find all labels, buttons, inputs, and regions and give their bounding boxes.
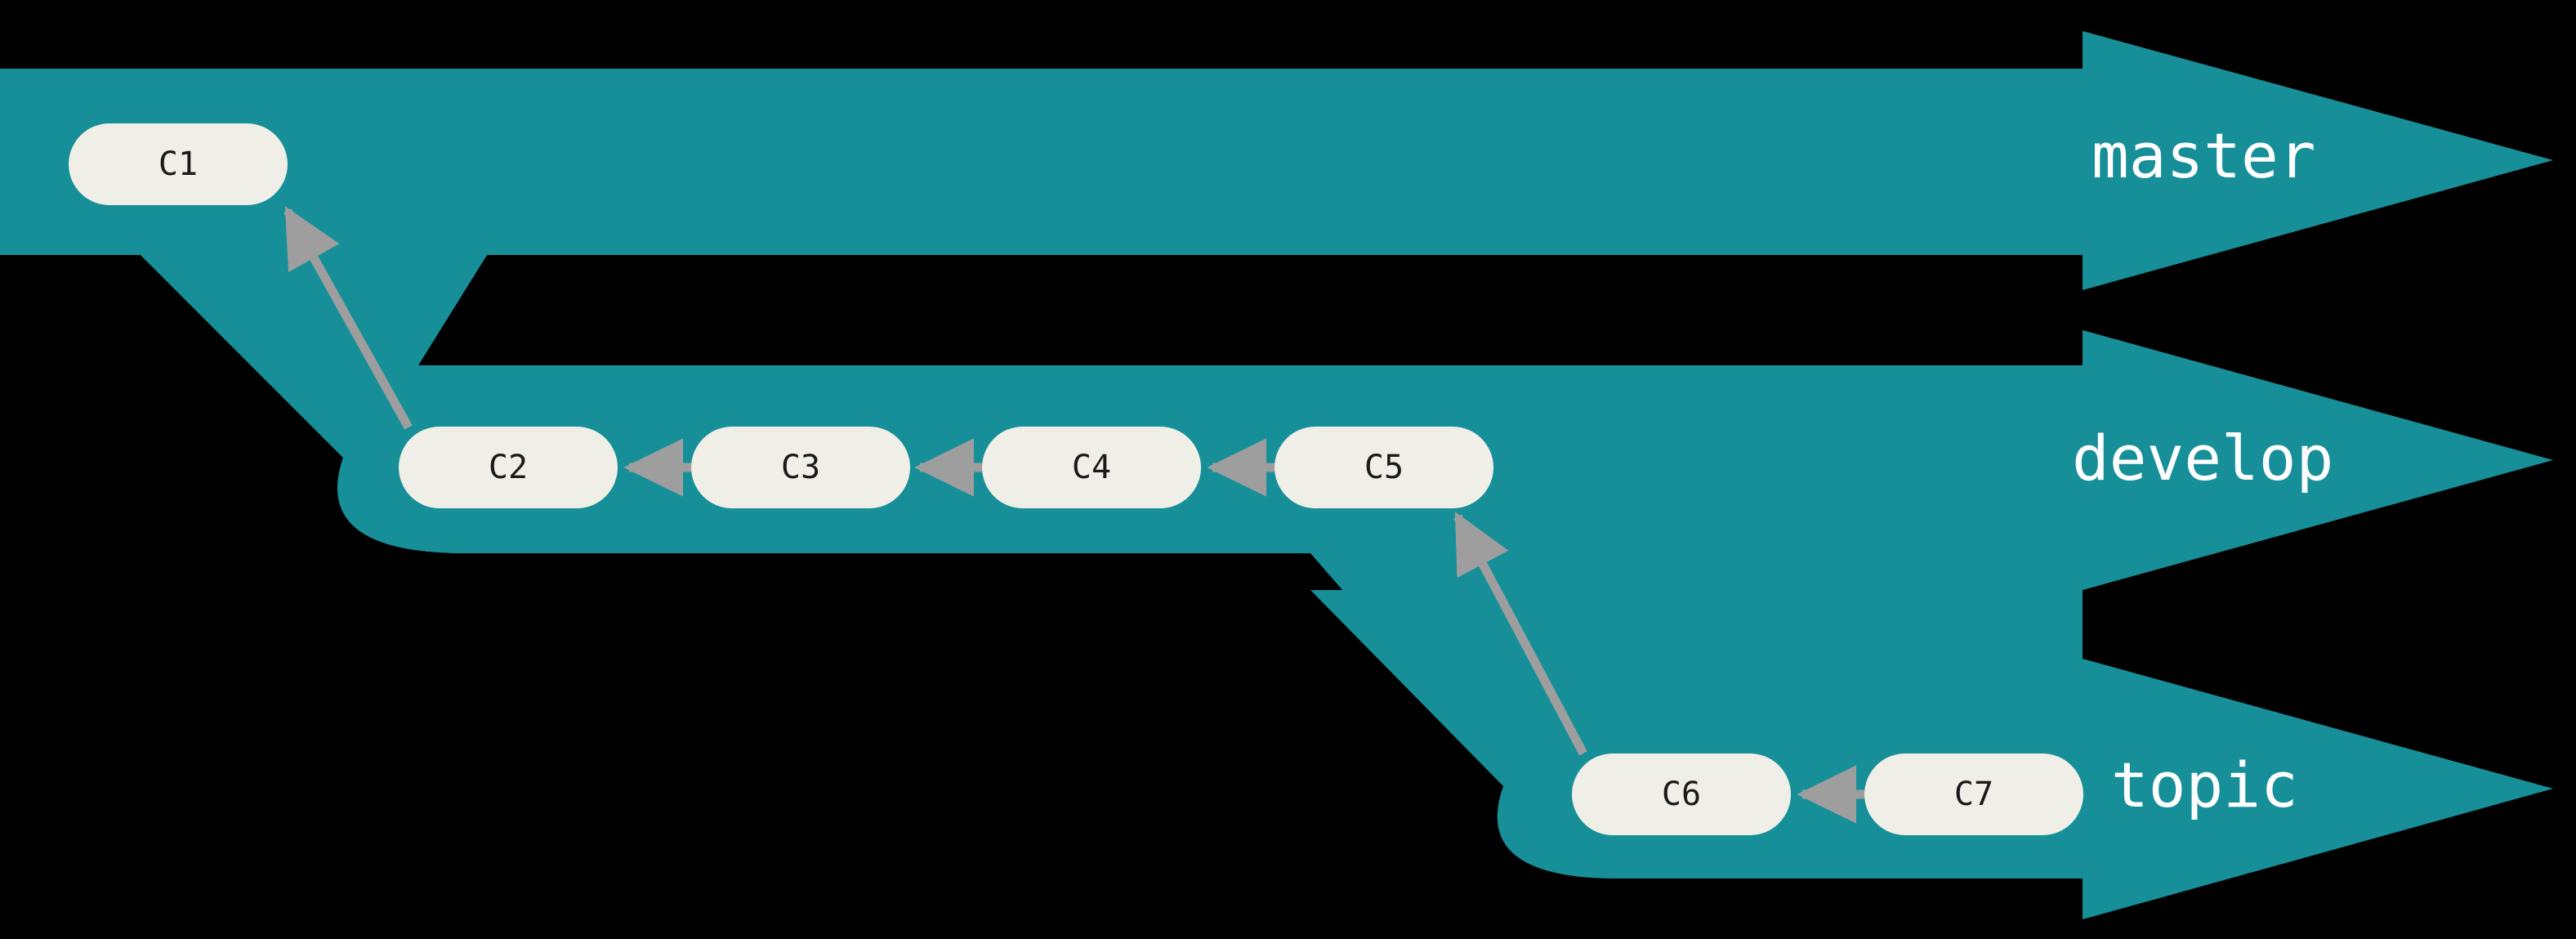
commit-node-c1[interactable]: C1 (69, 123, 288, 205)
commit-label: C7 (1954, 776, 1993, 813)
commit-shape (1275, 427, 1493, 508)
commit-edges-group (283, 206, 1864, 824)
branch-connector-master-develop (141, 255, 487, 553)
commit-node-c6[interactable]: C6 (1572, 753, 1791, 835)
commit-shape (1864, 753, 2083, 835)
commit-shape (69, 123, 288, 205)
edge-c2-to-c1 (283, 206, 413, 430)
commit-label: C1 (158, 145, 198, 183)
branch-label-develop[interactable]: develop (2072, 422, 2333, 494)
commit-node-c4[interactable]: C4 (982, 427, 1201, 508)
commit-node-c3[interactable]: C3 (691, 427, 910, 508)
commit-label: C6 (1662, 776, 1701, 813)
commit-shape (399, 427, 618, 508)
branch-labels-group: master develop topic (2072, 119, 2333, 821)
commit-shape (982, 427, 1201, 508)
edge-c6-to-c5 (1453, 512, 1587, 756)
commit-shape (691, 427, 910, 508)
commit-node-c5[interactable]: C5 (1275, 427, 1493, 508)
branch-label-master[interactable]: master (2092, 119, 2316, 192)
commit-label: C4 (1072, 449, 1111, 486)
commit-node-c2[interactable]: C2 (399, 427, 618, 508)
commit-shape (1572, 753, 1791, 835)
branch-connector-develop-topic (1310, 553, 1654, 879)
commit-nodes-group: C1 C2 C3 C4 C5 C6 (69, 123, 2083, 835)
commit-label: C2 (489, 449, 528, 486)
branch-band-develop-to-topic (1580, 553, 2083, 696)
commit-label: C5 (1364, 449, 1404, 486)
branch-label-topic[interactable]: topic (2111, 749, 2298, 821)
commit-label: C3 (781, 449, 820, 486)
commit-node-c7[interactable]: C7 (1864, 753, 2083, 835)
